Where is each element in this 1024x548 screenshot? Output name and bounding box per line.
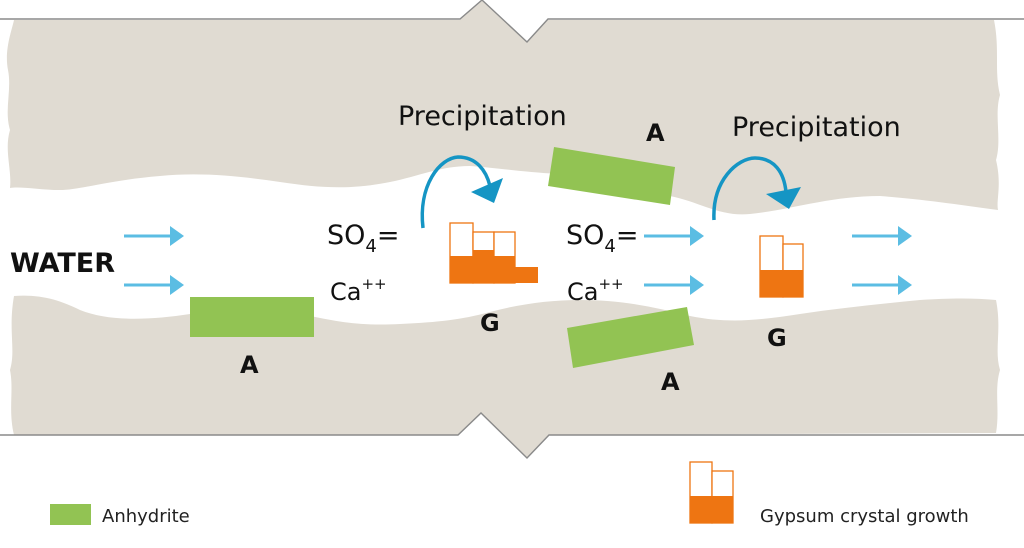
- lower-rock-layer: [10, 295, 1000, 458]
- flow-arrow-1: [124, 226, 184, 246]
- anhydrite-label-2: A: [646, 119, 665, 147]
- gypsum-crystal-2: [759, 235, 804, 298]
- precipitation-label-1: Precipitation: [398, 101, 567, 132]
- gypsum-label-2: G: [767, 324, 787, 352]
- anhydrite-block-2: [548, 147, 675, 205]
- flow-arrow-3: [644, 226, 704, 246]
- upper-break-line: [0, 0, 1024, 43]
- legend: Anhydrite Gypsum crystal growth: [50, 461, 969, 527]
- upper-rock-layer: [6, 0, 1000, 215]
- gypsum-label-1: G: [480, 309, 500, 337]
- anhydrite-block-1: [190, 297, 314, 337]
- calcium-label-1: Ca++: [330, 275, 387, 306]
- legend-label-anhydrite: Anhydrite: [102, 506, 190, 527]
- flow-arrow-4: [644, 275, 704, 295]
- legend-label-gypsum: Gypsum crystal growth: [760, 506, 969, 527]
- flow-arrow-6: [852, 275, 912, 295]
- sulfate-label-2: SO4=: [566, 220, 638, 257]
- precipitation-arrow-1: [420, 155, 503, 229]
- precipitation-label-2: Precipitation: [732, 112, 901, 143]
- legend-item-anhydrite: Anhydrite: [50, 504, 190, 527]
- flow-arrow-2: [124, 275, 184, 295]
- legend-item-gypsum: Gypsum crystal growth: [689, 461, 969, 527]
- flow-arrow-5: [852, 226, 912, 246]
- gypsum-crystal-1: [449, 222, 538, 284]
- anhydrite-swatch-icon: [50, 504, 91, 525]
- lower-break-line: [0, 412, 1024, 459]
- sulfate-label-1: SO4=: [327, 220, 399, 257]
- anhydrite-label-3: A: [661, 368, 680, 396]
- precipitation-arrow-2: [712, 156, 801, 221]
- calcium-label-2: Ca++: [567, 275, 624, 306]
- gypsum-crystal-swatch-icon: [689, 461, 734, 524]
- anhydrite-label-1: A: [240, 351, 259, 379]
- water-label: WATER: [10, 248, 115, 279]
- anhydrite-block-3: [567, 307, 694, 368]
